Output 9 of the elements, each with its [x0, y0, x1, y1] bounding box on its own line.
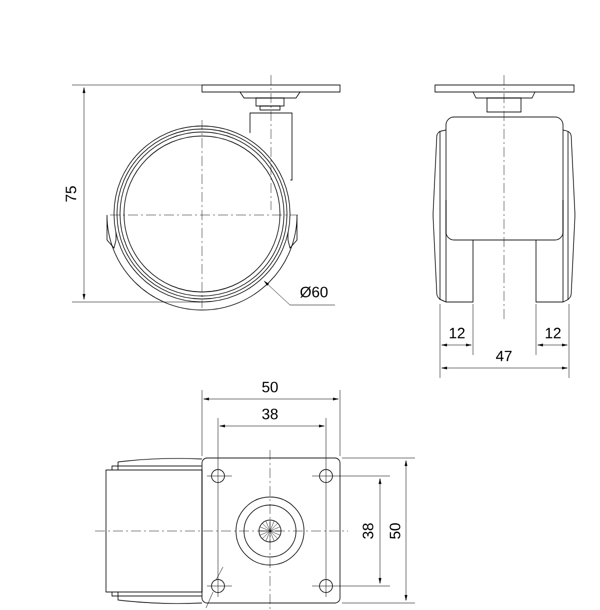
dimension-text: Ø60 — [300, 286, 328, 298]
dimension-text: 75 — [66, 186, 76, 202]
dimension-text: 12 — [450, 328, 465, 338]
dimension-text: 12 — [546, 328, 561, 338]
dimension-text: 38 — [262, 408, 278, 420]
dimension-text: 50 — [262, 382, 278, 392]
dimension-text: 38 — [362, 523, 374, 539]
dimension-text: 47 — [496, 350, 512, 362]
dimension-text: 50 — [390, 523, 400, 539]
